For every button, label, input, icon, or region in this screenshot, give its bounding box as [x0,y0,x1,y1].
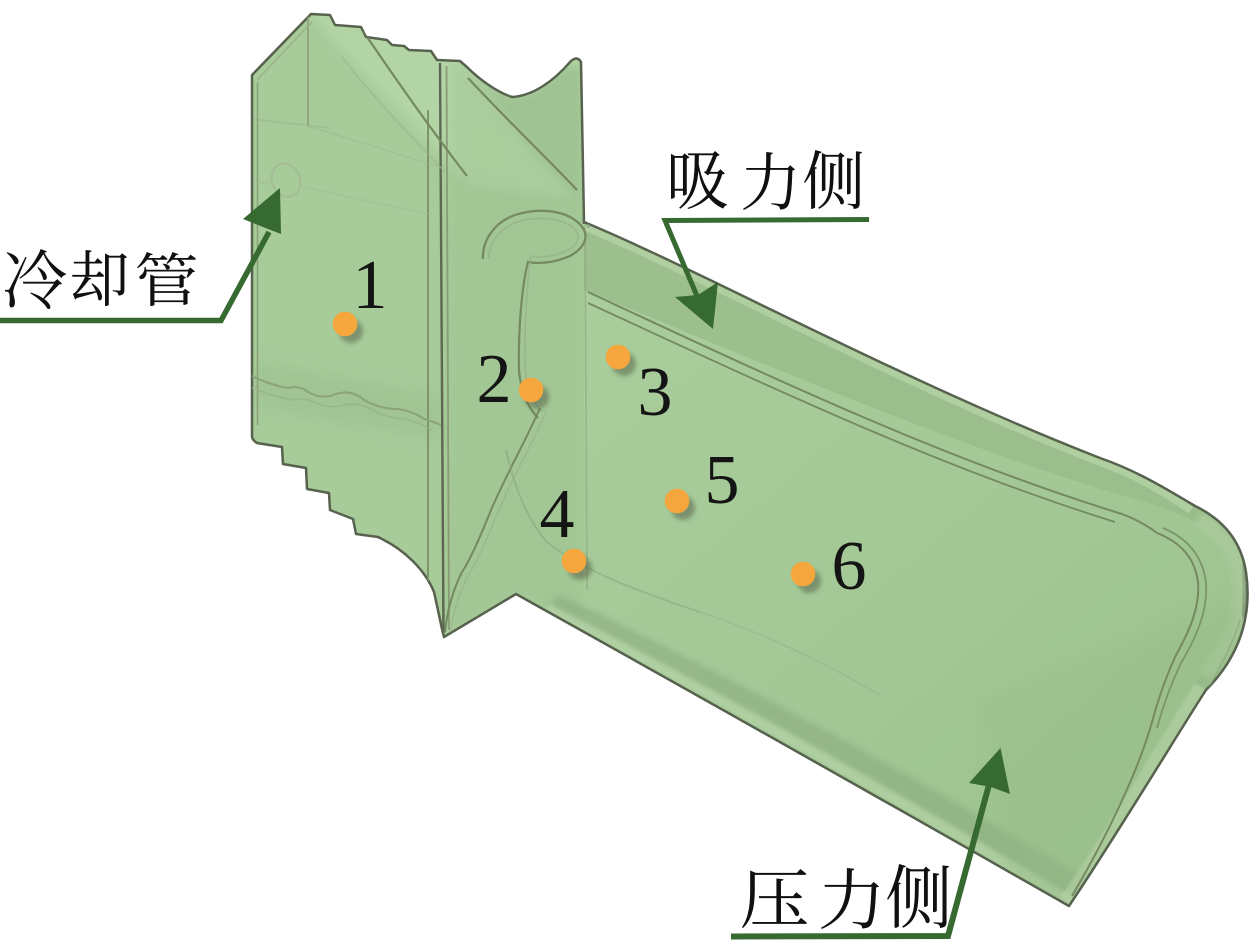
svg-text:4: 4 [540,476,575,553]
svg-text:1: 1 [353,247,388,324]
svg-text:5: 5 [705,442,740,519]
svg-text:2: 2 [477,341,512,418]
svg-text:3: 3 [638,354,673,431]
svg-text:6: 6 [832,528,867,605]
